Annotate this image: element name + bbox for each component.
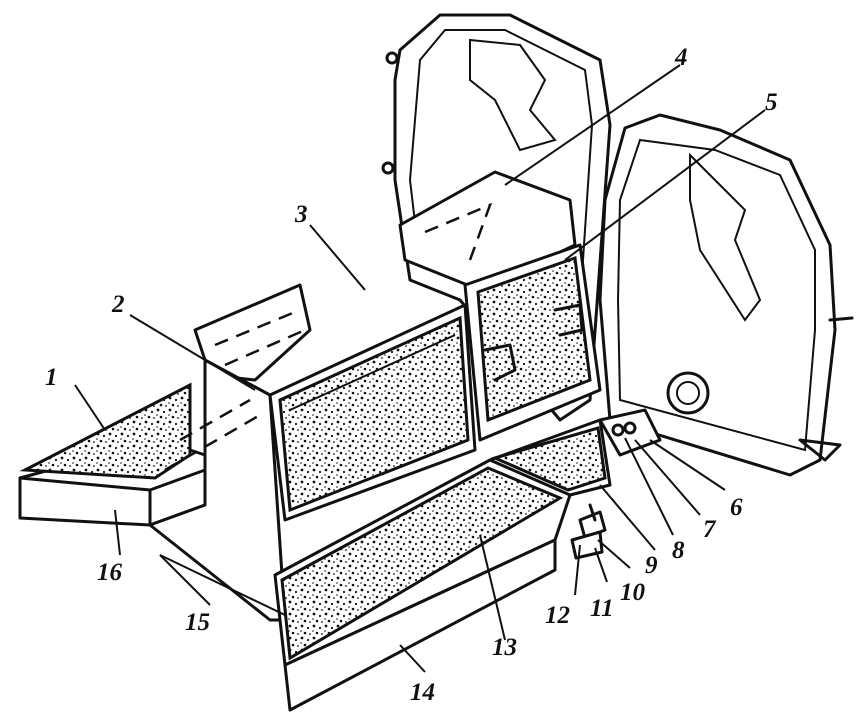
- callout-5: 5: [765, 89, 778, 116]
- seat-back: [268, 303, 477, 522]
- callout-10: 10: [620, 579, 646, 606]
- callout-7: 7: [703, 516, 717, 543]
- callout-6: 6: [730, 494, 743, 521]
- callout-16: 16: [97, 559, 123, 586]
- callout-1: 1: [45, 364, 58, 391]
- callout-8: 8: [672, 537, 685, 564]
- seat-cushion: [273, 418, 612, 667]
- callout-labels: 1 2 3 4 5 6 7 8 9 10 11 12 13 14 15 16: [45, 44, 778, 706]
- callout-11: 11: [590, 595, 614, 622]
- front-platform: [18, 382, 207, 527]
- callout-14: 14: [410, 679, 435, 706]
- callout-15: 15: [185, 609, 210, 636]
- front-base-panel: [283, 538, 557, 712]
- back-wall-panel: [463, 243, 602, 442]
- latch-assembly: [570, 408, 662, 560]
- callout-2: 2: [111, 291, 125, 318]
- callout-9: 9: [645, 552, 658, 579]
- callout-13: 13: [492, 634, 517, 661]
- leader-lines: [74, 64, 766, 673]
- right-door: [598, 113, 854, 477]
- callout-4: 4: [674, 44, 688, 71]
- callout-12: 12: [545, 602, 570, 629]
- callout-3: 3: [294, 201, 308, 228]
